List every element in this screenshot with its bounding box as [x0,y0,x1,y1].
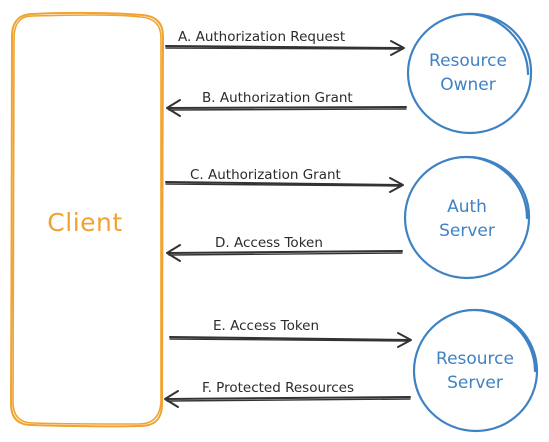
arrow-f: F. Protected Resources [164,380,411,408]
arrow-e: E. Access Token [169,318,412,348]
resource-server-node: Resource Server [412,308,539,433]
resource-owner-label-line1: Resource [429,51,507,71]
arrow-b-label: B. Authorization Grant [202,90,353,106]
resource-owner-node: Resource Owner [406,12,533,135]
arrow-c: C. Authorization Grant [165,167,404,193]
arrow-b: B. Authorization Grant [166,90,407,117]
client-box: Client [10,11,164,428]
arrow-d-label: D. Access Token [215,235,323,251]
arrow-d: D. Access Token [166,235,403,262]
resource-owner-label-line2: Owner [440,75,496,95]
client-label: Client [47,208,122,237]
arrow-e-label: E. Access Token [213,318,319,334]
arrow-f-label: F. Protected Resources [202,380,354,396]
arrow-a: A. Authorization Request [165,29,405,56]
resource-server-label-line2: Server [447,373,503,393]
arrow-a-label: A. Authorization Request [178,29,345,45]
auth-server-node: Auth Server [403,155,531,280]
arrow-c-label: C. Authorization Grant [190,167,341,183]
auth-server-label-line1: Auth [447,197,487,217]
auth-server-label-line2: Server [439,221,495,241]
resource-server-label-line1: Resource [436,349,514,369]
